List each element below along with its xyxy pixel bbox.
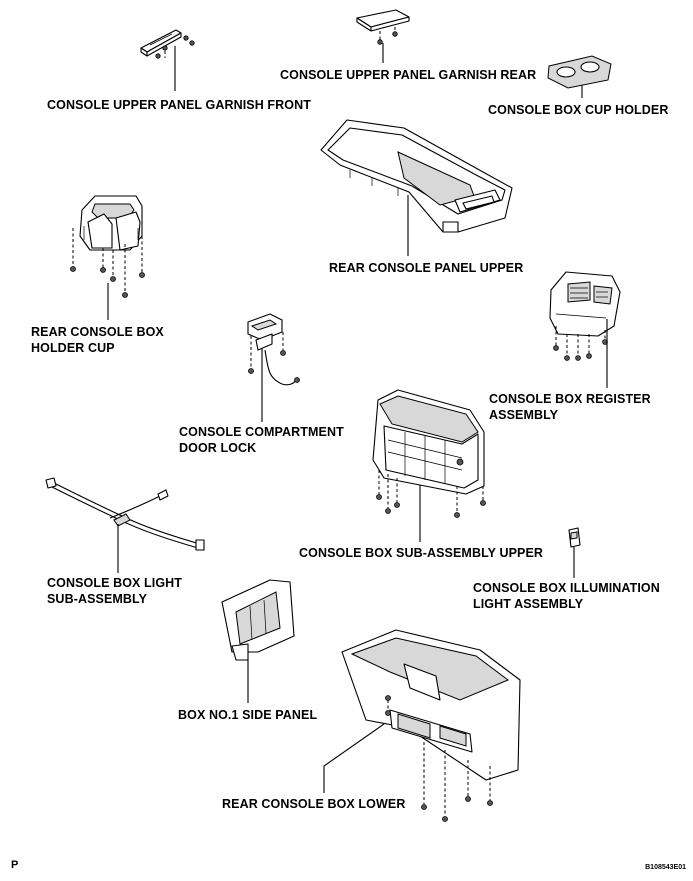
label-box-lower-text: REAR CONSOLE BOX LOWER [222, 797, 406, 811]
illumination-light-part [568, 527, 581, 578]
label-side-panel: BOX NO.1 SIDE PANEL [178, 707, 317, 723]
label-garnish-front: CONSOLE UPPER PANEL GARNISH FRONT [47, 97, 311, 113]
sub-assembly-upper-part [372, 389, 486, 542]
label-door-lock-line2: DOOR LOCK [179, 441, 257, 455]
garnish-rear-part [356, 9, 410, 63]
label-holder-cup: REAR CONSOLE BOX HOLDER CUP [31, 324, 164, 356]
side-panel-part [221, 579, 295, 703]
label-illumination-line1: CONSOLE BOX ILLUMINATION [473, 581, 660, 595]
label-holder-cup-line2: HOLDER CUP [31, 341, 115, 355]
door-lock-part [247, 313, 300, 422]
label-garnish-front-text: CONSOLE UPPER PANEL GARNISH FRONT [47, 98, 311, 112]
light-sub-assembly-part [45, 477, 205, 573]
figure-code: B108543E01 [645, 864, 686, 871]
label-register: CONSOLE BOX REGISTER ASSEMBLY [489, 391, 651, 423]
label-side-panel-text: BOX NO.1 SIDE PANEL [178, 708, 318, 722]
box-lower-part [323, 629, 521, 822]
label-sub-assembly-upper-text: CONSOLE BOX SUB-ASSEMBLY UPPER [299, 546, 544, 560]
label-sub-assembly-upper: CONSOLE BOX SUB-ASSEMBLY UPPER [299, 545, 543, 561]
label-register-line2: ASSEMBLY [489, 408, 559, 422]
garnish-front-part [140, 29, 195, 91]
label-garnish-rear: CONSOLE UPPER PANEL GARNISH REAR [280, 67, 536, 83]
label-panel-upper: REAR CONSOLE PANEL UPPER [329, 260, 523, 276]
label-door-lock-line1: CONSOLE COMPARTMENT [179, 425, 344, 439]
register-part [549, 271, 621, 388]
panel-upper-part [320, 119, 513, 256]
label-garnish-rear-text: CONSOLE UPPER PANEL GARNISH REAR [280, 68, 537, 82]
corner-code-left: P [11, 859, 19, 871]
label-illumination-line2: LIGHT ASSEMBLY [473, 597, 584, 611]
cup-holder-part [547, 55, 612, 98]
label-light-line2: SUB-ASSEMBLY [47, 592, 148, 606]
label-holder-cup-line1: REAR CONSOLE BOX [31, 325, 164, 339]
label-illumination-light: CONSOLE BOX ILLUMINATION LIGHT ASSEMBLY [473, 580, 660, 612]
label-register-line1: CONSOLE BOX REGISTER [489, 392, 651, 406]
label-cup-holder: CONSOLE BOX CUP HOLDER [488, 102, 668, 118]
label-box-lower: REAR CONSOLE BOX LOWER [222, 796, 405, 812]
label-cup-holder-text: CONSOLE BOX CUP HOLDER [488, 103, 669, 117]
label-panel-upper-text: REAR CONSOLE PANEL UPPER [329, 261, 524, 275]
holder-cup-part [70, 195, 145, 320]
label-light-line1: CONSOLE BOX LIGHT [47, 576, 183, 590]
label-light-sub-assembly: CONSOLE BOX LIGHT SUB-ASSEMBLY [47, 575, 182, 607]
label-door-lock: CONSOLE COMPARTMENT DOOR LOCK [179, 424, 344, 456]
